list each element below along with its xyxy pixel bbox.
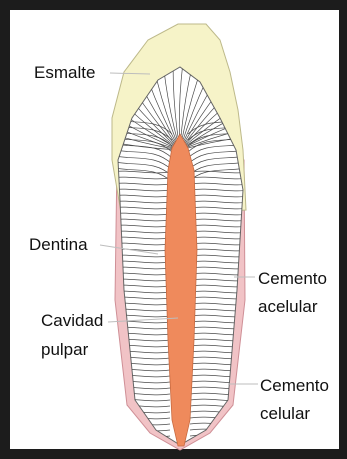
label-esmalte: Esmalte [33, 62, 96, 83]
label-cavidad-pulpar-2: pulpar [40, 339, 89, 360]
label-cemento-celular-1: Cemento [259, 375, 330, 396]
label-dentina: Dentina [28, 234, 89, 255]
label-cemento-celular-2: celular [259, 403, 311, 424]
label-cemento-acelular-1: Cemento [257, 268, 328, 289]
label-cavidad-pulpar-1: Cavidad [40, 310, 104, 331]
label-cemento-acelular-2: acelular [257, 296, 319, 317]
